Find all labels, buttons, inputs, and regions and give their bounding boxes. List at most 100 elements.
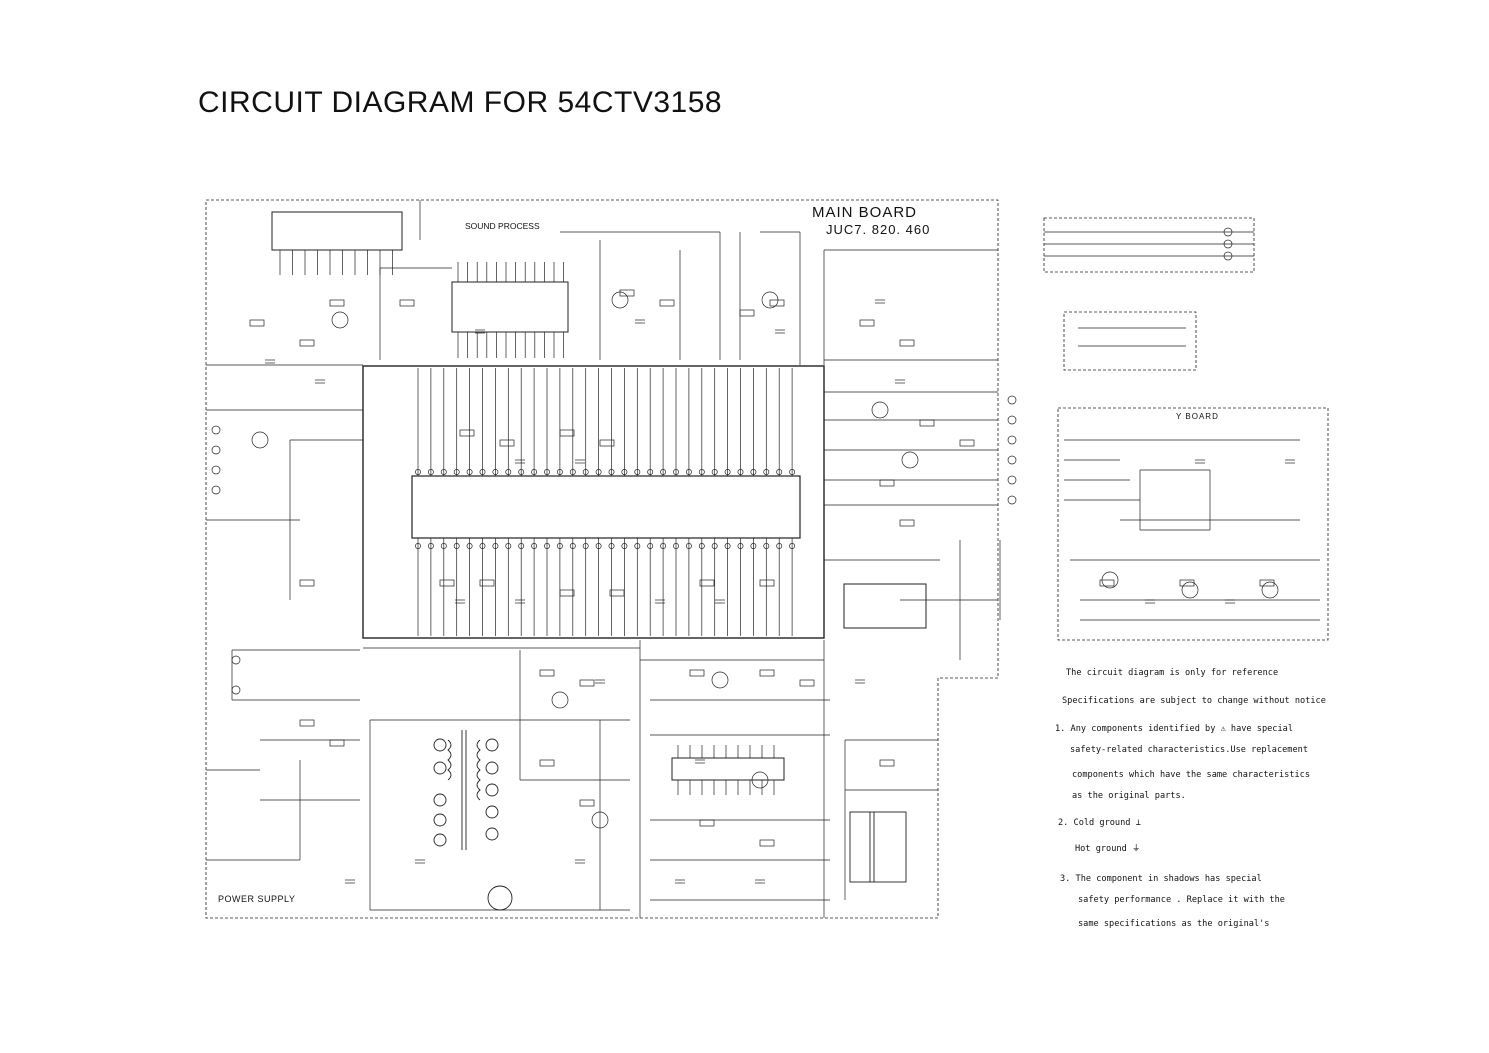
transistor-symbol (551, 691, 569, 709)
note-3-line-1: 3. The component in shadows has special (1060, 874, 1262, 884)
transistor-symbol (251, 431, 269, 449)
ic-pin-pad (479, 469, 486, 475)
ic-pin-pad (776, 543, 783, 549)
note-1-line-4: as the original parts. (1072, 791, 1186, 801)
ic-pin-pad (556, 543, 563, 549)
ic-pin-pad (737, 543, 744, 549)
resistor-symbol (559, 589, 575, 597)
ic-pin-pad (789, 543, 796, 549)
connector-terminal (1223, 227, 1233, 237)
connector-terminal (231, 655, 241, 665)
ic-pin-pad (582, 543, 589, 549)
resistor-symbol (1099, 579, 1115, 587)
ic-pin-pad (453, 543, 460, 549)
ic-pin-pad (608, 469, 615, 475)
resistor-symbol (759, 579, 775, 587)
transistor-symbol (331, 311, 349, 329)
connector-terminal (211, 465, 221, 475)
ic-pin-pad (724, 469, 731, 475)
note-2-line-1: 2. Cold ground ⊥ (1058, 818, 1141, 828)
power-supply-label: POWER SUPPLY (218, 894, 295, 904)
resistor-symbol (659, 299, 675, 307)
ic-pin-pad (595, 469, 602, 475)
main-board-label: MAIN BOARD (812, 204, 917, 221)
ic-pin-pad (544, 543, 550, 549)
ic-pin-pad (634, 469, 641, 475)
ic-pin-pad (466, 543, 473, 549)
connector-terminal (1007, 455, 1017, 465)
resistor-symbol (439, 579, 455, 587)
resistor-symbol (899, 519, 915, 527)
connector-terminal (1223, 239, 1233, 249)
resistor-symbol (579, 679, 595, 687)
ic-pin-pad (685, 469, 692, 475)
ic-pin-pad (531, 543, 538, 549)
resistor-symbol (399, 299, 415, 307)
ic-pin-pad (479, 543, 486, 549)
ic-pin-pad (440, 543, 447, 549)
crt-connector-board-outline (1043, 217, 1255, 273)
resistor-symbol (859, 319, 875, 327)
ic-pin-pad (440, 469, 447, 475)
connector-terminal (231, 685, 241, 695)
resistor-symbol (299, 719, 315, 727)
y-board-label: Y BOARD (1176, 412, 1219, 421)
y-board-outline (1057, 407, 1329, 641)
note-1-line-2: safety-related characteristics.Use repla… (1070, 745, 1308, 755)
connector-terminal (211, 425, 221, 435)
ic-pin-pad (673, 543, 679, 549)
transistor-symbol (1181, 581, 1199, 599)
switching-transformer (433, 730, 513, 911)
ic-pin-pad (660, 469, 667, 475)
note-3-line-3: same specifications as the original's (1078, 919, 1270, 929)
tuner-block (843, 583, 927, 629)
ic-pin-pad (595, 543, 602, 549)
resistor-symbol (799, 679, 815, 687)
ic-pin-pad (621, 469, 628, 475)
resistor-symbol (299, 579, 315, 587)
resistor-symbol (769, 299, 785, 307)
transistor-symbol (591, 811, 609, 829)
resistor-symbol (1179, 579, 1195, 587)
note-reference: The circuit diagram is only for referenc… (1066, 668, 1279, 678)
resistor-symbol (249, 319, 265, 327)
connector-terminal (211, 485, 221, 495)
resistor-symbol (609, 589, 625, 597)
ic-pin-pad (569, 543, 576, 549)
ic-pin-pad (569, 469, 576, 475)
note-specs: Specifications are subject to change wit… (1062, 696, 1326, 706)
ic-pin-pad (505, 469, 512, 475)
ic-pin-pad (660, 543, 667, 549)
ic-pin-pad (505, 543, 512, 549)
top-connector (271, 211, 403, 251)
resistor-symbol (599, 439, 615, 447)
ic-pin-pad (544, 469, 550, 475)
ic-pin-pad (556, 469, 563, 475)
ic-pin-pad (531, 469, 538, 475)
resistor-symbol (619, 289, 635, 297)
resistor-symbol (689, 669, 705, 677)
ic-pin-pad (582, 469, 589, 475)
connector-terminal (1007, 475, 1017, 485)
resistor-symbol (329, 299, 345, 307)
note-1-line-3: components which have the same character… (1072, 770, 1310, 780)
connector-terminal (211, 445, 221, 455)
ic-pin-pad (492, 469, 499, 475)
resistor-symbol (579, 799, 595, 807)
resistor-symbol (539, 759, 555, 767)
transistor-symbol (871, 401, 889, 419)
transistor-symbol (611, 291, 629, 309)
transistor-symbol (901, 451, 919, 469)
ic-pin-pad (776, 469, 783, 475)
ic-pin-pad (750, 543, 757, 549)
main-board-part: JUC7. 820. 460 (826, 222, 930, 237)
ic-pin-pad (466, 469, 473, 475)
resistor-symbol (759, 839, 775, 847)
ic-pin-pad (427, 469, 434, 475)
resistor-symbol (899, 339, 915, 347)
ic-pin-pad (518, 469, 525, 475)
note-1-line-1: 1. Any components identified by ⚠ have s… (1055, 724, 1293, 734)
resistor-symbol (299, 339, 315, 347)
ic-pin-pad (415, 469, 421, 475)
